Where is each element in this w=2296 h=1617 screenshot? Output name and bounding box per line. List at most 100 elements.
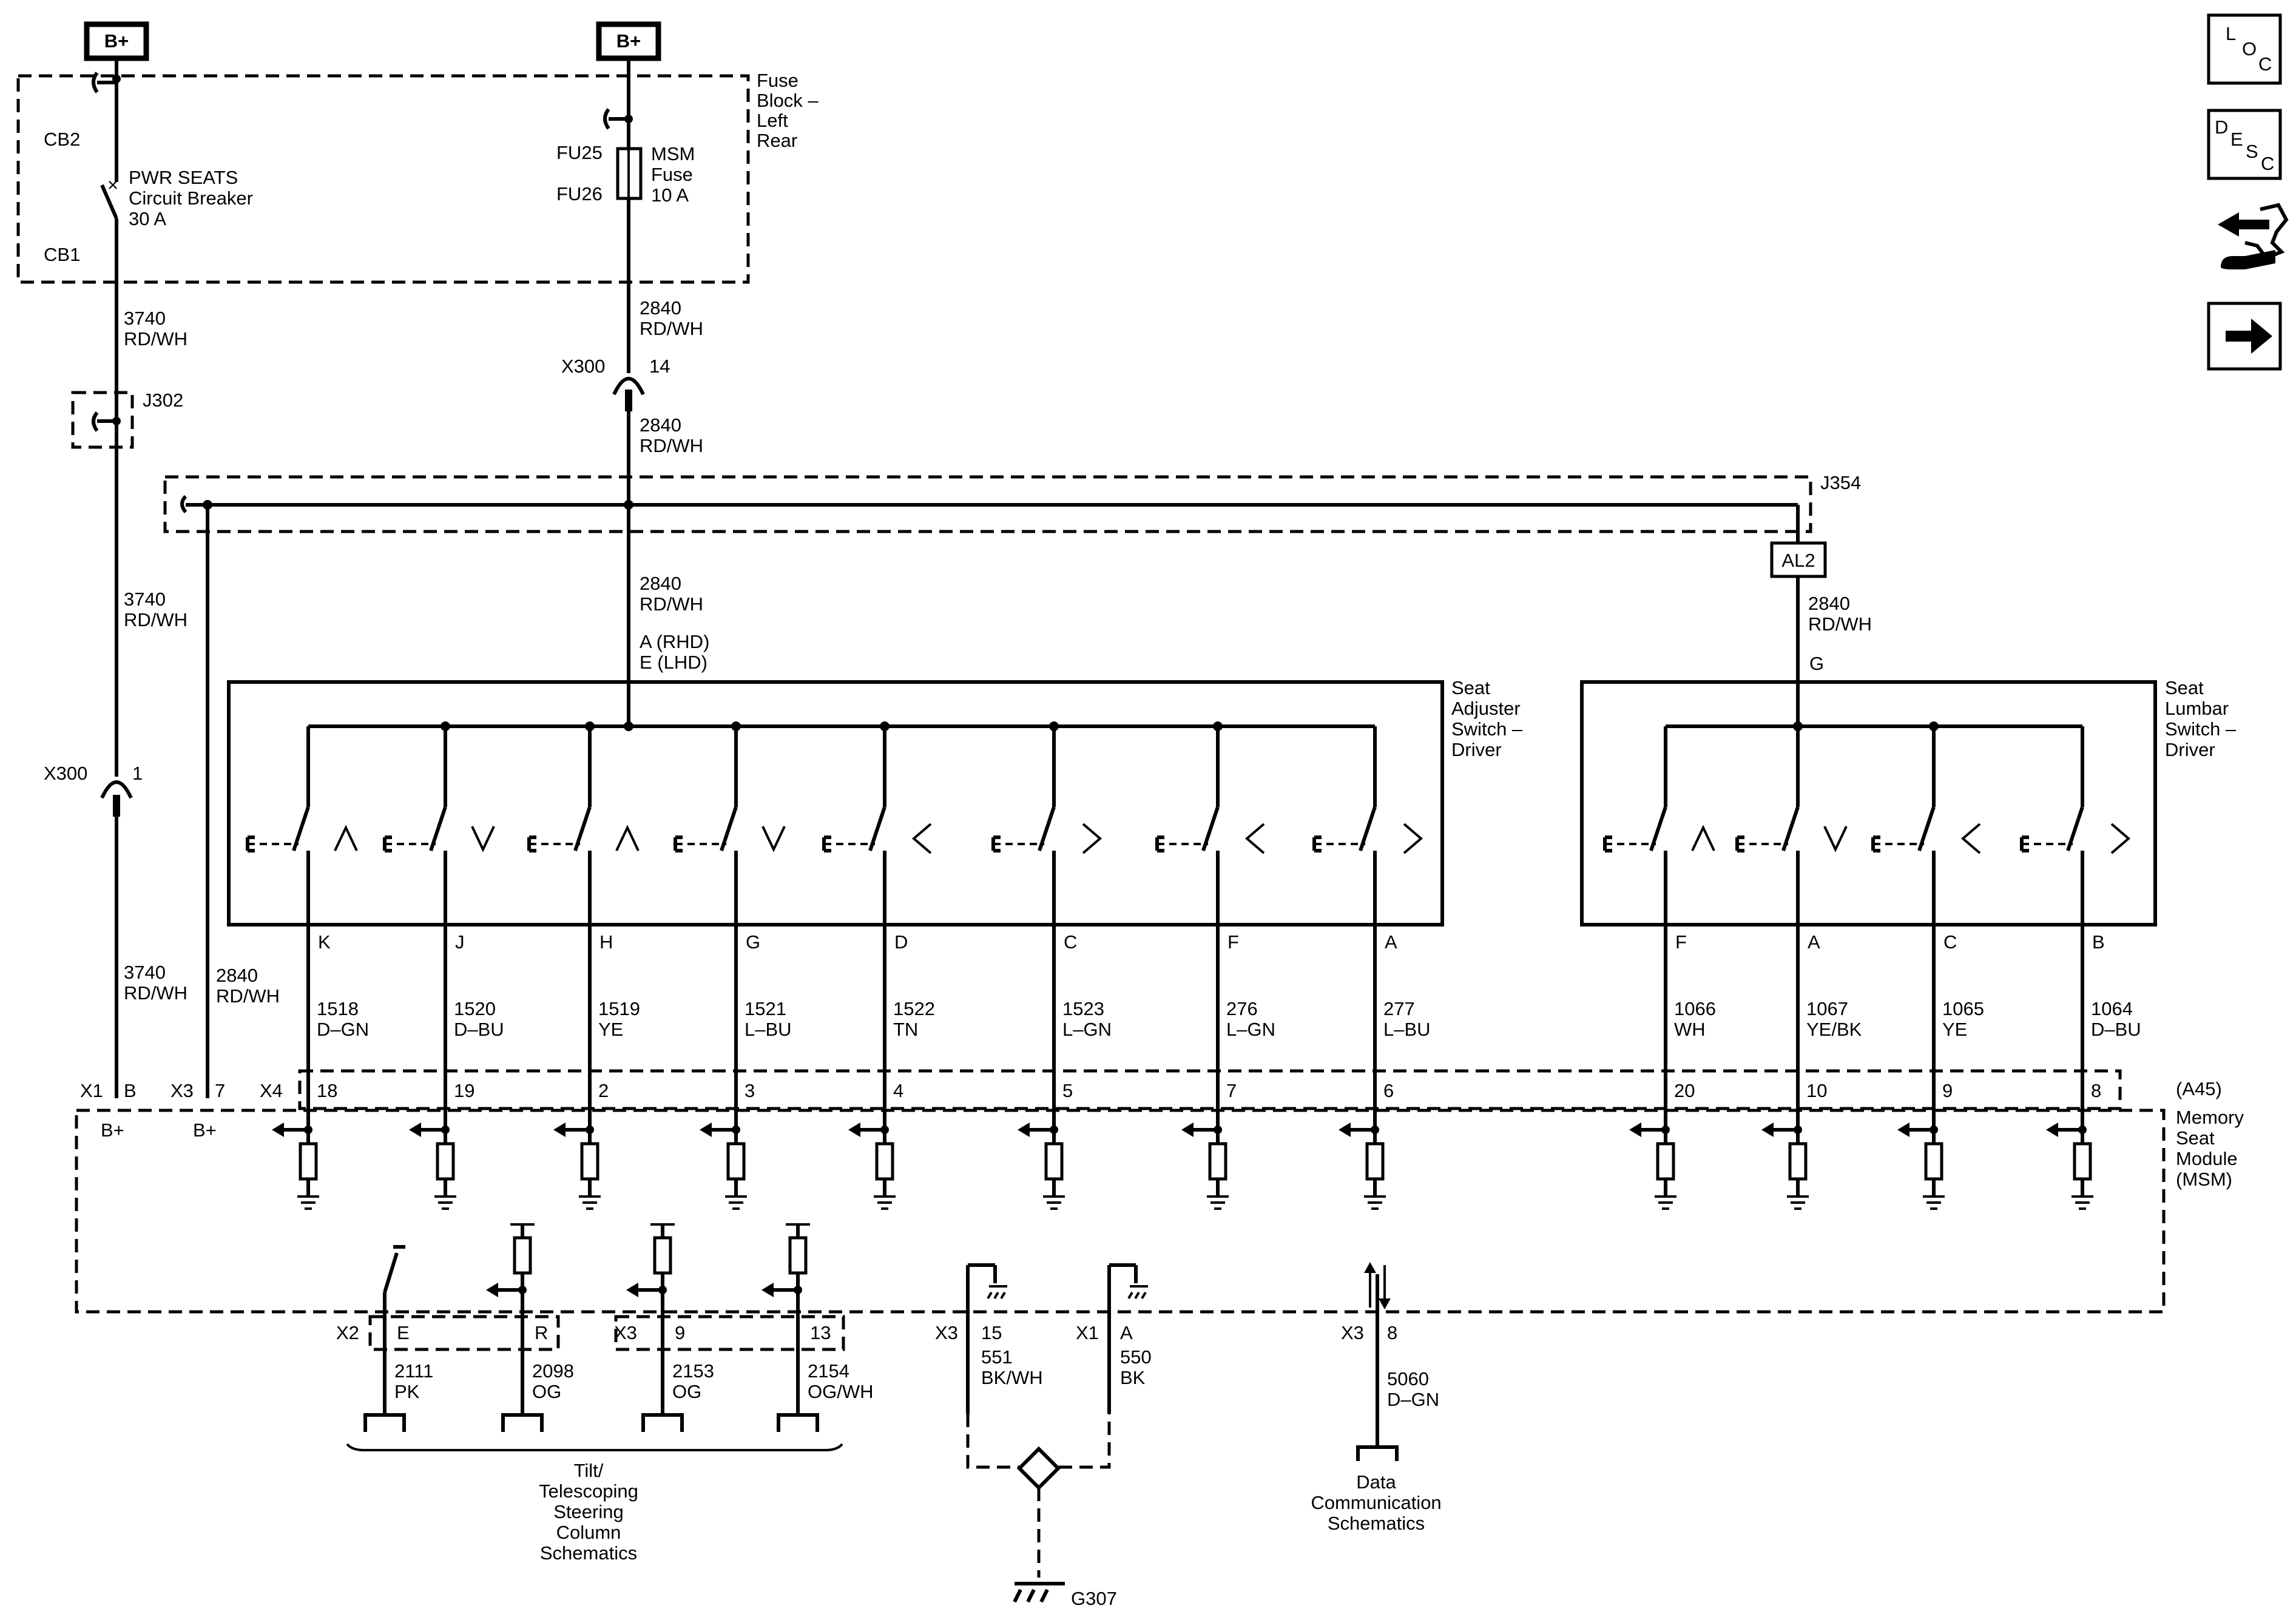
loc-icon[interactable]: L O C: [2207, 13, 2282, 85]
seat-adjuster-junction: [1049, 721, 1059, 731]
seat-adjuster-msm-pin: 4: [893, 1080, 903, 1101]
msm-label-1: Memory: [2176, 1107, 2244, 1128]
seat-lumbar-label-2: Lumbar: [2165, 698, 2229, 719]
steering-x2-outline: [368, 1315, 560, 1351]
x300-top-pin: 14: [649, 356, 670, 377]
seat-adjuster-label-1: Seat: [1451, 677, 1490, 698]
msm-x4-conn: X4: [260, 1080, 283, 1101]
left-feed-circuit: [92, 58, 121, 1098]
cb1-label: CB1: [44, 244, 80, 265]
seat-adjuster-circuit: 1520: [454, 998, 496, 1019]
loc-icon-letter-1: L: [2226, 23, 2236, 44]
arrow-right-icon: [1403, 823, 1423, 854]
loc-icon-letter-2: O: [2242, 38, 2257, 59]
seat-adjuster-label-3: Switch –: [1451, 718, 1523, 740]
seat-adjuster-msm-pin: 6: [1383, 1080, 1394, 1101]
seat-lumbar-circuit: 1065: [1942, 998, 1984, 1019]
lumbar-pin-g: G: [1809, 653, 1824, 674]
ground-0-circuit: 551: [981, 1346, 1013, 1368]
seat-lumbar-label-3: Switch –: [2165, 718, 2237, 740]
fuse-block-label-4: Rear: [757, 130, 797, 151]
al2-label: AL2: [1781, 550, 1815, 571]
steering-pin: R: [535, 1322, 548, 1343]
seat-adjuster-pin: A: [1385, 931, 1397, 953]
seat-lumbar-label-1: Seat: [2165, 677, 2204, 698]
seat-lumbar-pin: A: [1808, 931, 1820, 953]
wire-2840-b-color: RD/WH: [640, 435, 703, 456]
desc-icon-letter-4: C: [2261, 153, 2274, 174]
msm-ref: (A45): [2176, 1078, 2222, 1099]
seat-adjuster-circuit: 276: [1226, 998, 1258, 1019]
steering-wire-color: PK: [394, 1381, 420, 1402]
steering-pin: E: [397, 1322, 410, 1343]
breaker-x-mark: ×: [107, 174, 118, 195]
wire-2840-c-num: 2840: [640, 573, 681, 594]
arrow-left-icon: [1244, 823, 1265, 854]
steering-pin: 13: [810, 1322, 831, 1343]
steering-label-1: Tilt/: [574, 1460, 604, 1481]
j354-outline: [163, 475, 1812, 533]
x300-top-name: X300: [561, 356, 605, 377]
desc-icon[interactable]: D E S C: [2207, 109, 2282, 180]
power-source-right-label: B+: [616, 30, 641, 52]
seat-lumbar-switch-box: [1580, 680, 2157, 927]
ground-0-conn: X3: [935, 1322, 958, 1343]
j354-bus: [180, 495, 1800, 1098]
wire-3740-b-color: RD/WH: [124, 609, 187, 630]
ground-circuits: [966, 1263, 1148, 1603]
wire-2840-d-color: RD/WH: [216, 985, 280, 1007]
seat-adjuster-wire-color: L–BU: [1383, 1019, 1431, 1040]
steering-label-4: Column: [556, 1522, 621, 1543]
arrow-right-icon: [1082, 823, 1102, 854]
msm-label-3: Module: [2176, 1148, 2238, 1169]
seat-adjuster-switch-box: [227, 680, 1444, 927]
steering-wire-color: OG: [672, 1381, 701, 1402]
steering-conn: X2: [336, 1322, 359, 1343]
ground-1-color: BK: [1120, 1367, 1146, 1388]
desc-icon-letter-2: E: [2230, 129, 2243, 150]
breaker-label-3: 30 A: [129, 208, 166, 229]
seat-adjuster-junction: [880, 721, 890, 731]
seat-adjuster-pin: F: [1227, 931, 1239, 953]
desc-icon-letter-3: S: [2246, 141, 2258, 162]
seat-lumbar-circuit: 1064: [2091, 998, 2133, 1019]
arrow-down-icon: [471, 826, 495, 852]
seat-lumbar-pin: C: [1943, 931, 1957, 953]
right-feed-circuit: [603, 58, 643, 728]
msm-x3-pin: 7: [215, 1080, 225, 1101]
arrow-right-icon: [2110, 823, 2131, 854]
seat-lumbar-circuit: 1067: [1806, 998, 1848, 1019]
arrow-down-icon: [1823, 826, 1848, 852]
x300-left-connector-pin: [113, 795, 120, 817]
wire-2840-e-color: RD/WH: [1808, 613, 1872, 635]
seat-lumbar-wire-color: YE: [1942, 1019, 1967, 1040]
data-comm-label-3: Schematics: [1328, 1513, 1425, 1534]
seat-adjuster-wire-color: L–BU: [745, 1019, 792, 1040]
seat-lumbar-msm-pin: 10: [1806, 1080, 1827, 1101]
next-page-arrow-icon[interactable]: [2207, 302, 2282, 371]
wire-2840-d-num: 2840: [216, 965, 258, 986]
x300-left-name: X300: [44, 763, 87, 784]
seat-lumbar-msm-pin: 8: [2091, 1080, 2101, 1101]
seat-adjuster-label-2: Adjuster: [1451, 698, 1521, 719]
data-comm-label-2: Communication: [1311, 1492, 1441, 1513]
wire-2840-e-num: 2840: [1808, 593, 1850, 614]
seat-adjuster-wire-color: D–GN: [317, 1019, 369, 1040]
msm-x1-bplus: B+: [101, 1119, 124, 1141]
seat-adjuster-switches: K1518D–GN18J1520D–BU19H1519YE2G1521L–BU3…: [246, 721, 1431, 1210]
seat-adjuster-wire-color: YE: [598, 1019, 623, 1040]
steering-conn: X3: [614, 1322, 637, 1343]
pin-rhd: A (RHD): [640, 631, 709, 652]
connector-repair-icon[interactable]: [2218, 203, 2289, 269]
seat-adjuster-circuit: 1521: [745, 998, 786, 1019]
seat-adjuster-pin: H: [599, 931, 613, 953]
steering-circuit-num: 2098: [532, 1360, 574, 1382]
